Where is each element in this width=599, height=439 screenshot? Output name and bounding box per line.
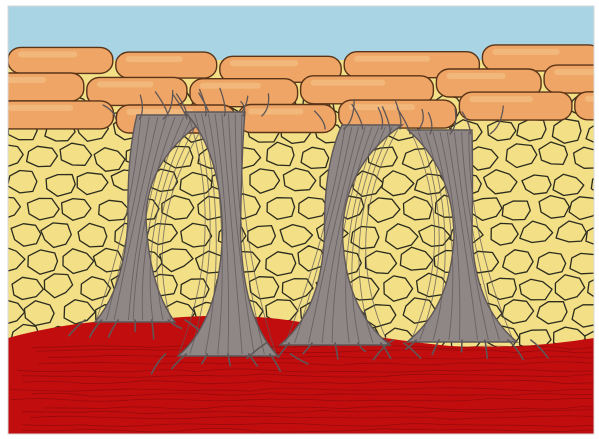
fat-cell — [248, 226, 276, 248]
epidermis-cell-highlight — [311, 80, 386, 86]
fat-cell — [574, 147, 599, 168]
epidermis-cell-highlight — [248, 109, 303, 115]
fat-cell — [301, 147, 329, 168]
epidermis-cell-highlight — [200, 83, 261, 89]
epidermis-cell-highlight — [554, 69, 599, 75]
band-root — [462, 340, 463, 352]
epidermis-cell-highlight — [8, 105, 73, 111]
epidermis-cell-highlight — [126, 56, 183, 62]
epidermis-cell-highlight — [354, 56, 430, 62]
epidermis-cell-highlight — [492, 49, 559, 55]
fat-cell — [181, 279, 209, 299]
epidermis-cell-highlight — [97, 81, 154, 87]
epidermis-cell-highlight — [230, 60, 298, 66]
fat-cell — [517, 120, 546, 141]
fat-cell — [27, 146, 58, 166]
epidermis-cell-highlight — [469, 96, 533, 102]
epidermis-cell — [8, 47, 113, 73]
epidermis-cell-highlight — [0, 77, 46, 83]
epidermis-cell-highlight — [18, 51, 77, 57]
fat-cell — [502, 201, 530, 220]
epidermis-cell-highlight — [585, 96, 599, 102]
epidermis-cell-highlight — [446, 73, 505, 79]
epidermis-cell — [116, 52, 217, 78]
fat-cell — [488, 121, 516, 141]
